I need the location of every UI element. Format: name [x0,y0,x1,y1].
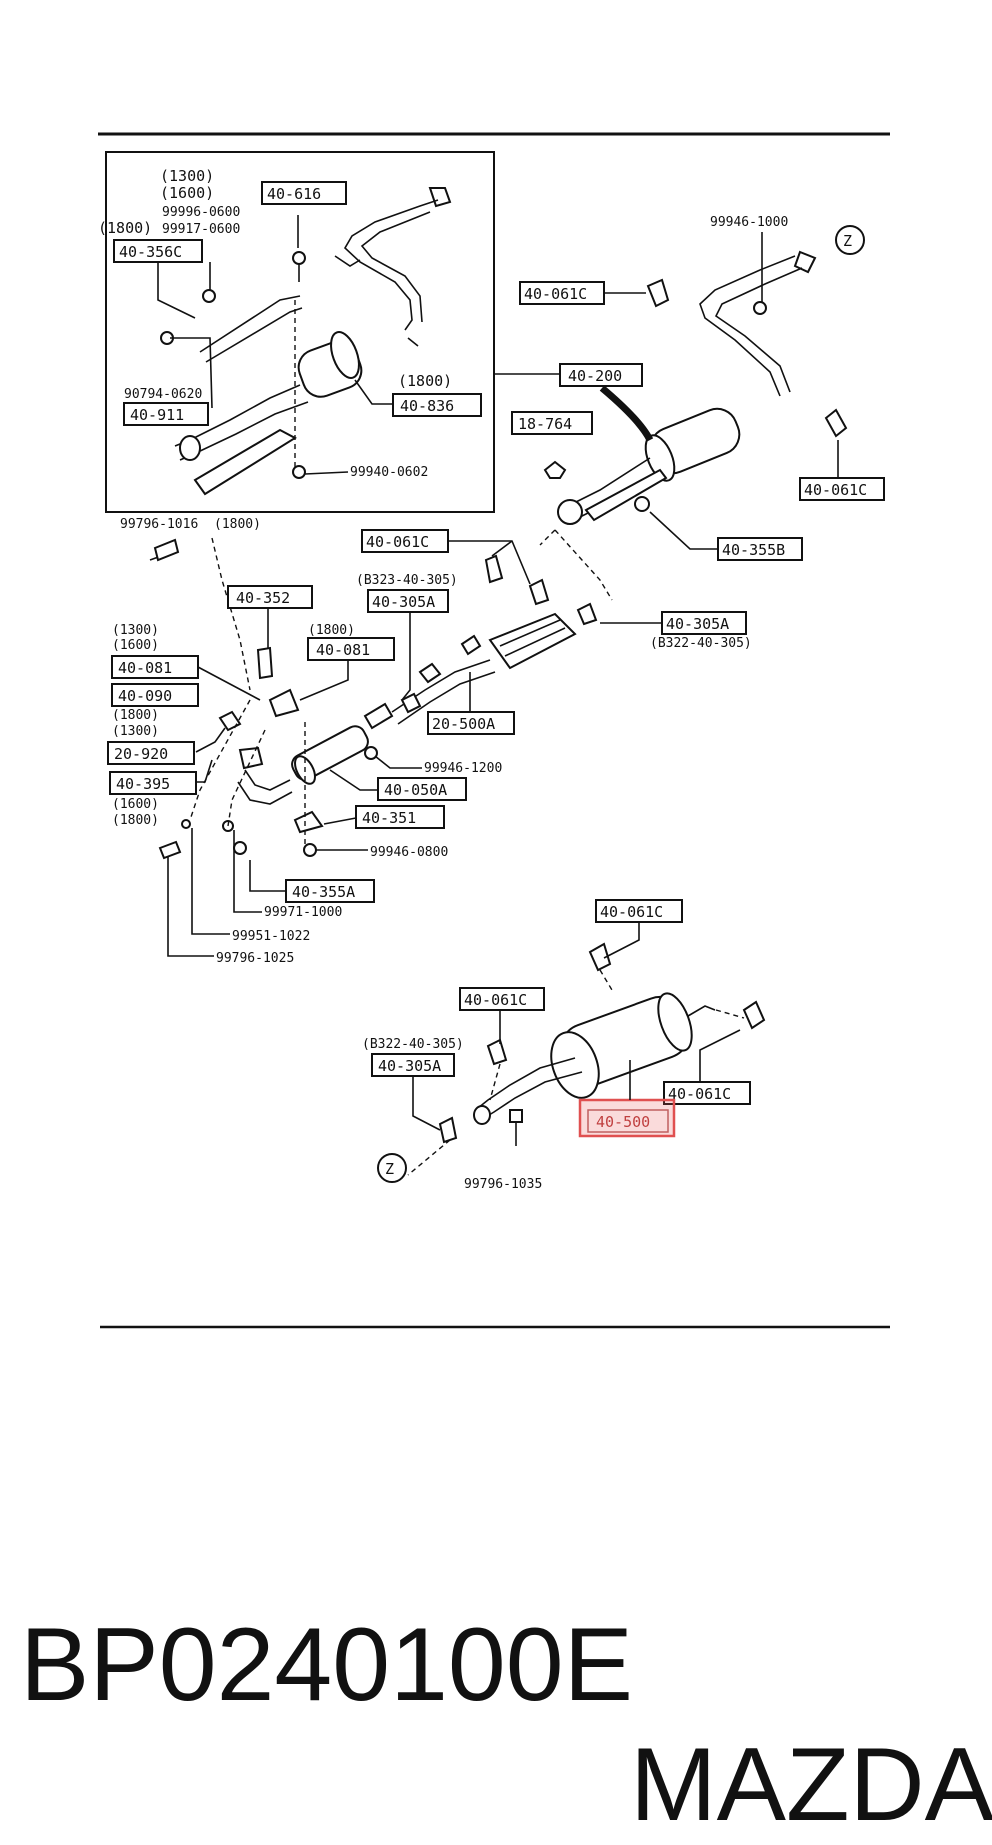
label-z-bottom: Z [385,1160,394,1178]
label-1600: (1600) [160,184,214,202]
label-40-616: 40-616 [267,185,321,203]
label-99796-1025: 99796-1025 [216,951,294,966]
label-1800-f: (1800) [112,813,159,828]
label-1800-b: (1800) [398,372,452,390]
label-z-top: Z [843,232,852,250]
label-1800-c: (1800) [214,517,261,532]
label-40-200: 40-200 [568,367,622,385]
label-b322a: (B322-40-305) [650,636,752,651]
label-40-355b: 40-355B [722,541,785,559]
brand-name: MAZDA [630,1727,992,1843]
label-18-764: 18-764 [518,415,572,433]
label-b322b: (B322-40-305) [362,1037,464,1052]
label-40-090: 40-090 [118,687,172,705]
rear-muffler [438,942,766,1146]
label-99946-1000: 99946-1000 [710,215,788,230]
main-exhaust-assembly [543,250,848,525]
label-40-061c-f: 40-061C [668,1085,731,1103]
exhaust-parts-diagram: (1300) (1600) 99996-0600 (1800) 99917-06… [98,132,890,1329]
label-1600-c: (1600) [112,797,159,812]
label-b323: (B323-40-305) [356,573,458,588]
label-40-911: 40-911 [130,406,184,424]
front-pipe-catalyst [149,538,598,872]
label-1300: (1300) [160,167,214,185]
label-40-305a-b: 40-305A [666,615,729,633]
label-40-061c-e: 40-061C [464,991,527,1009]
label-99796-1035: 99796-1035 [464,1177,542,1192]
label-40-305a-a: 40-305A [372,593,435,611]
label-1600-b: (1600) [112,638,159,653]
label-40-061c-d: 40-061C [600,903,663,921]
label-1800-e: (1800) [112,708,159,723]
label-1300-b: (1300) [112,623,159,638]
label-40-061c-b: 40-061C [804,481,867,499]
label-99996-0600: 99996-0600 [162,205,240,220]
label-99796-1016: 99796-1016 [120,517,198,532]
label-40-836: 40-836 [400,397,454,415]
label-40-351: 40-351 [362,809,416,827]
label-40-395: 40-395 [116,775,170,793]
label-1800-d: (1800) [308,623,355,638]
label-99940-0602: 99940-0602 [350,465,428,480]
label-1300-c: (1300) [112,724,159,739]
highlight-40-500 [578,1098,676,1138]
label-99951-1022: 99951-1022 [232,929,310,944]
label-40-061c-c: 40-061C [366,533,429,551]
label-90794-0620: 90794-0620 [124,387,202,402]
label-99971-1000: 99971-1000 [264,905,342,920]
label-40-500: 40-500 [596,1113,650,1131]
label-20-500a: 20-500A [432,715,495,733]
label-99946-0800: 99946-0800 [370,845,448,860]
inset-front-pipe [160,187,452,496]
label-40-355a: 40-355A [292,883,355,901]
label-20-920: 20-920 [114,745,168,763]
label-1800-a: (1800) [98,219,152,237]
label-40-356c: 40-356C [119,243,182,261]
label-40-050a: 40-050A [384,781,447,799]
label-40-352: 40-352 [236,589,290,607]
part-number: BP0240100E [20,1607,633,1723]
label-40-081-b: 40-081 [118,659,172,677]
label-40-305a-c: 40-305A [378,1057,441,1075]
label-40-061c-a: 40-061C [524,285,587,303]
label-40-081-a: 40-081 [316,641,370,659]
label-99946-1200: 99946-1200 [424,761,502,776]
label-99917-0600: 99917-0600 [162,222,240,237]
footer: BP0240100E MAZDA [20,1485,992,1843]
